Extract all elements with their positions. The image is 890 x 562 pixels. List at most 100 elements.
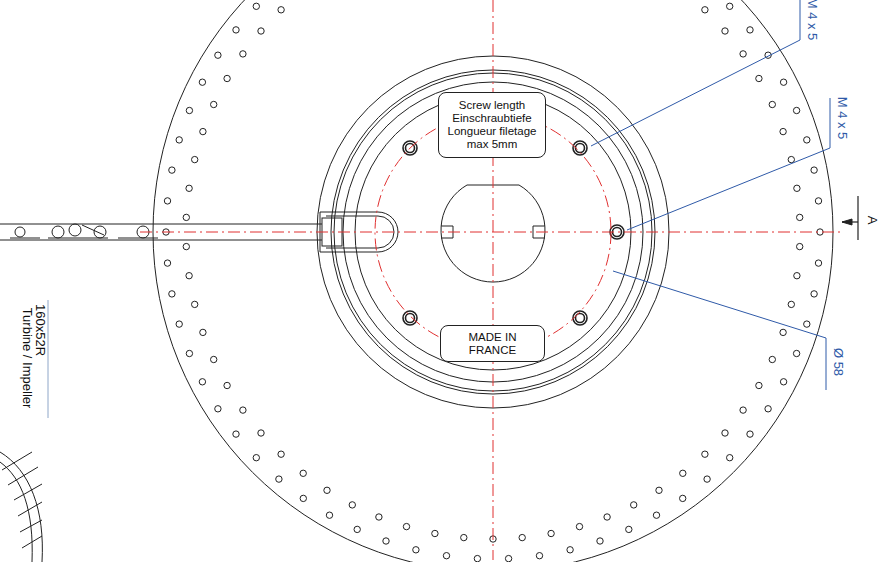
- vent-hole: [680, 495, 686, 501]
- note-box: MADE IN FRANCE: [440, 325, 545, 362]
- vent-hole: [722, 430, 728, 436]
- vent-hole: [443, 553, 449, 559]
- vent-hole: [376, 514, 382, 520]
- vent-hole: [702, 451, 708, 457]
- vent-hole: [548, 530, 554, 536]
- vent-hole: [536, 553, 542, 559]
- vent-hole: [258, 430, 264, 436]
- vent-hole: [413, 547, 419, 553]
- vent-hole: [233, 431, 239, 437]
- vent-hole: [183, 243, 189, 249]
- vent-hole: [794, 185, 800, 191]
- vent-hole: [656, 487, 662, 493]
- vent-hole: [276, 476, 282, 482]
- vent-hole: [505, 555, 511, 561]
- vent-hole: [797, 214, 803, 220]
- vent-hole: [788, 301, 794, 307]
- vent-hole: [240, 51, 246, 57]
- vent-hole: [727, 455, 733, 461]
- vent-hole: [704, 476, 710, 482]
- section-letter: A: [865, 216, 880, 225]
- vent-hole: [756, 75, 762, 81]
- vent-hole: [253, 455, 259, 461]
- hinge: [10, 224, 158, 238]
- vent-hole: [756, 382, 762, 388]
- vent-hole: [300, 495, 306, 501]
- vent-hole: [727, 3, 733, 9]
- part-number: 160x52R: [33, 304, 48, 356]
- vent-hole: [186, 185, 192, 191]
- vent-hole: [169, 291, 175, 297]
- vent-hole: [747, 27, 753, 33]
- vent-hole: [811, 167, 817, 173]
- note-box: Screw length Einschraubtiefe Longueur fi…: [438, 92, 546, 158]
- vent-hole: [224, 382, 230, 388]
- vent-hole: [199, 379, 205, 385]
- hole-pattern: [163, 0, 823, 562]
- vent-hole: [793, 350, 799, 356]
- vent-hole: [278, 451, 284, 457]
- section-mark: [842, 196, 858, 240]
- vent-hole: [804, 137, 810, 143]
- vent-hole: [811, 291, 817, 297]
- center-line: [140, 0, 840, 560]
- vent-hole: [794, 273, 800, 279]
- vent-hole: [215, 406, 221, 412]
- vent-hole: [200, 329, 206, 335]
- vent-hole: [597, 538, 603, 544]
- vent-hole: [186, 107, 192, 113]
- vent-hole: [740, 51, 746, 57]
- vent-hole: [797, 243, 803, 249]
- vent-hole: [793, 107, 799, 113]
- vent-hole: [780, 329, 786, 335]
- vent-hole: [176, 137, 182, 143]
- vent-hole: [631, 502, 637, 508]
- vent-hole: [192, 301, 198, 307]
- impeller-detail: [0, 452, 42, 562]
- vent-hole: [233, 27, 239, 33]
- vent-hole: [164, 260, 170, 266]
- vent-hole: [215, 52, 221, 58]
- vent-hole: [747, 431, 753, 437]
- vent-hole: [403, 523, 409, 529]
- vent-hole: [769, 101, 775, 107]
- vent-hole: [680, 470, 686, 476]
- vent-hole: [186, 350, 192, 356]
- vent-hole: [626, 526, 632, 532]
- vent-hole: [567, 547, 573, 553]
- vent-hole: [740, 407, 746, 413]
- vent-hole: [461, 534, 467, 540]
- vent-hole: [258, 28, 264, 34]
- vent-hole: [253, 3, 259, 9]
- impeller-outline: [153, 0, 833, 562]
- vent-hole: [240, 407, 246, 413]
- vent-hole: [722, 28, 728, 34]
- vent-hole: [432, 530, 438, 536]
- leader-line: [48, 0, 830, 418]
- vent-hole: [383, 538, 389, 544]
- vent-hole: [324, 487, 330, 493]
- vent-hole: [224, 75, 230, 81]
- vent-hole: [164, 198, 170, 204]
- vent-hole: [780, 379, 786, 385]
- vent-hole: [788, 156, 794, 162]
- vent-hole: [815, 260, 821, 266]
- note-text: MADE IN FRANCE: [447, 331, 538, 357]
- vent-hole: [169, 167, 175, 173]
- vent-hole: [804, 321, 810, 327]
- vent-hole: [769, 356, 775, 362]
- vent-hole: [192, 156, 198, 162]
- vent-hole: [176, 321, 182, 327]
- vent-hole: [278, 7, 284, 13]
- vent-hole: [780, 128, 786, 134]
- vent-hole: [199, 79, 205, 85]
- vent-hole: [604, 514, 610, 520]
- vent-hole: [211, 356, 217, 362]
- vent-hole: [702, 7, 708, 13]
- vent-hole: [349, 502, 355, 508]
- thread-callout: M 4 x 5: [835, 97, 850, 140]
- vent-hole: [780, 79, 786, 85]
- thread-callout: M 4 x 5: [805, 0, 820, 40]
- diameter-dimension: Ø 58: [831, 348, 846, 376]
